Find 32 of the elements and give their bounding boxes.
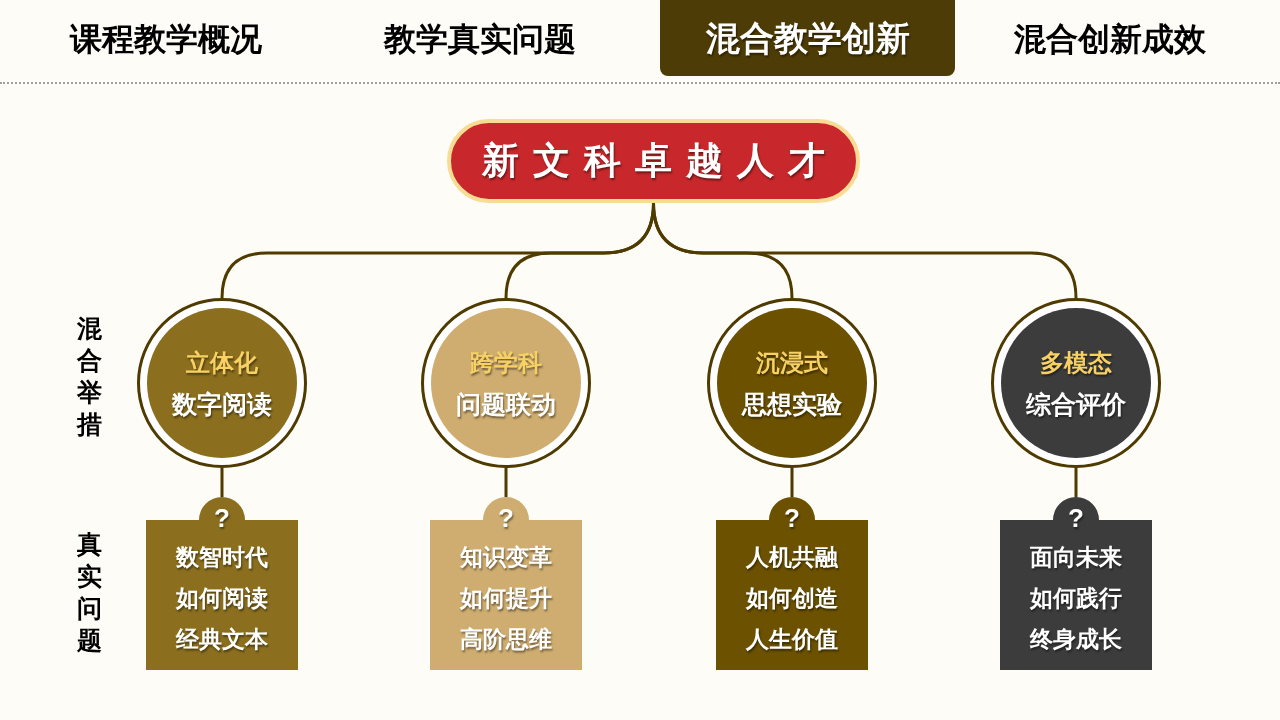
active-tab: 混合教学创新	[660, 0, 955, 76]
measure-text: 思想实验	[742, 389, 842, 420]
measure-heading: 立体化	[186, 348, 258, 378]
measure-text: 综合评价	[1026, 389, 1126, 420]
question-tag	[1000, 497, 1152, 670]
connector-line	[504, 468, 508, 497]
connector-line	[790, 468, 794, 497]
measure-heading: 多模态	[1040, 348, 1112, 378]
nav-label: 教学真实问题	[382, 20, 577, 59]
measure-text: 数字阅读	[172, 389, 272, 420]
question-mark: ?	[1068, 503, 1084, 533]
question-tag	[146, 497, 298, 670]
connector-line	[220, 468, 224, 497]
measure-text: 问题联动	[456, 389, 556, 420]
connector-line	[1074, 468, 1078, 497]
connector-line	[652, 202, 1078, 300]
question-text: 面向未来如何践行终身成长	[1029, 543, 1123, 654]
measure-heading: 沉浸式	[756, 348, 828, 378]
measure-heading: 跨学科	[470, 348, 542, 378]
nav-label: 课程教学概况	[68, 20, 263, 59]
banner-title: 新文科卓越人才	[481, 139, 839, 183]
side-label: 真实问题	[77, 529, 102, 656]
question-mark: ?	[214, 503, 230, 533]
nav-label: 混合创新成效	[1013, 20, 1207, 59]
side-label: 混合举措	[77, 313, 102, 440]
question-text: 知识变革如何提升高阶思维	[459, 543, 553, 654]
question-tag	[716, 497, 868, 670]
question-mark: ?	[498, 503, 514, 533]
question-mark: ?	[784, 503, 800, 533]
question-text: 人机共融如何创造人生价值	[745, 543, 839, 654]
question-tag	[430, 497, 582, 670]
question-text: 数智时代如何阅读经典文本	[174, 543, 269, 654]
